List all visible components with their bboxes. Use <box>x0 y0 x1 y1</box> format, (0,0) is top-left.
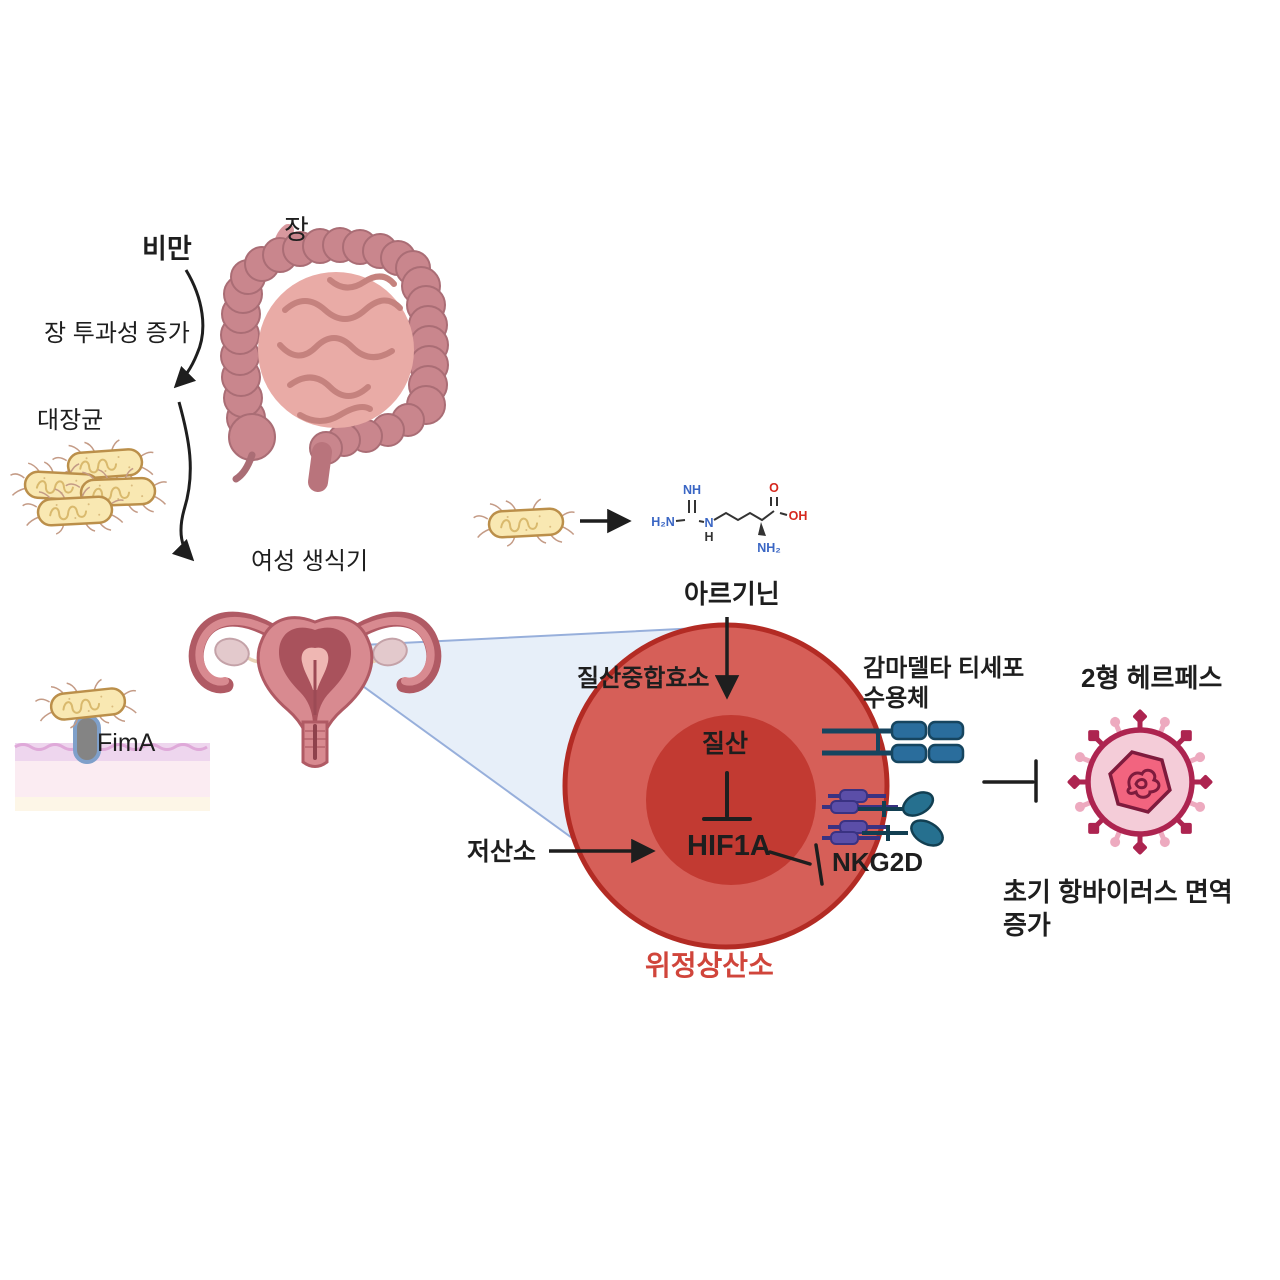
label-pseudonormoxia: 위정상산소 <box>645 950 774 981</box>
label-e-coli: 대장균 <box>37 407 104 434</box>
label-hif1a: HIF1A <box>687 830 771 862</box>
label-antiviral-line1: 초기 항바이러스 면역 <box>1003 877 1233 907</box>
ecoli-cluster-illustration <box>7 436 169 537</box>
hif1a-inhibit-nkg2d-tbar <box>768 843 824 886</box>
nkg2d-receptor-icon <box>858 791 944 847</box>
cell-nucleus <box>646 715 816 885</box>
label-gd-tcr-line1: 감마델타 티세포 <box>863 655 1025 682</box>
atom-oh: OH <box>789 509 808 523</box>
atom-o: O <box>769 481 779 495</box>
gut-to-genital-arrow <box>171 401 195 562</box>
arginine-structure: NH H₂N N H O OH NH₂ <box>651 481 807 555</box>
atom-h: H <box>704 530 713 544</box>
cell-inhibit-virus-tbar <box>982 759 1038 803</box>
label-gd-tcr: 감마델타 티세포 수용체 <box>863 654 1024 714</box>
atom-h2n: H₂N <box>651 515 675 529</box>
label-nitric-synthase: 질산중합효소 <box>577 665 710 692</box>
uterus-illustration <box>188 611 442 768</box>
obesity-to-ecoli-arrow <box>173 269 205 389</box>
label-gut-permeability: 장 투과성 증가 <box>44 320 190 347</box>
label-hypoxia: 저산소 <box>467 838 537 866</box>
label-antiviral-immunity: 초기 항바이러스 면역 증가 <box>1003 876 1233 942</box>
atom-nh: NH <box>683 483 701 497</box>
herpes-virus-illustration <box>1067 709 1214 856</box>
label-gd-tcr-line2: 수용체 <box>863 685 930 712</box>
label-gut: 장 <box>284 215 309 245</box>
nitrate-inhibit-hif1a-tbar <box>702 771 752 821</box>
label-antiviral-line2: 증가 <box>1003 910 1051 940</box>
atom-nh2: NH₂ <box>757 541 781 555</box>
fima-pilus <box>73 714 101 764</box>
label-female-genital: 여성 생식기 <box>251 548 369 575</box>
label-fima: FimA <box>97 729 156 757</box>
label-herpes-type2: 2형 헤르페스 <box>1081 663 1223 693</box>
label-nkg2d: NKG2D <box>832 847 924 877</box>
epithelium-membrane <box>14 743 210 811</box>
label-nitrate: 질산 <box>702 730 749 758</box>
atom-n: N <box>704 516 713 530</box>
intestine-illustration <box>220 224 449 492</box>
label-arginine: 아르기닌 <box>684 579 780 609</box>
label-obesity: 비만 <box>142 234 192 264</box>
ecoli-single-illustration <box>471 496 578 549</box>
gdt-receptor-icon <box>822 720 965 764</box>
